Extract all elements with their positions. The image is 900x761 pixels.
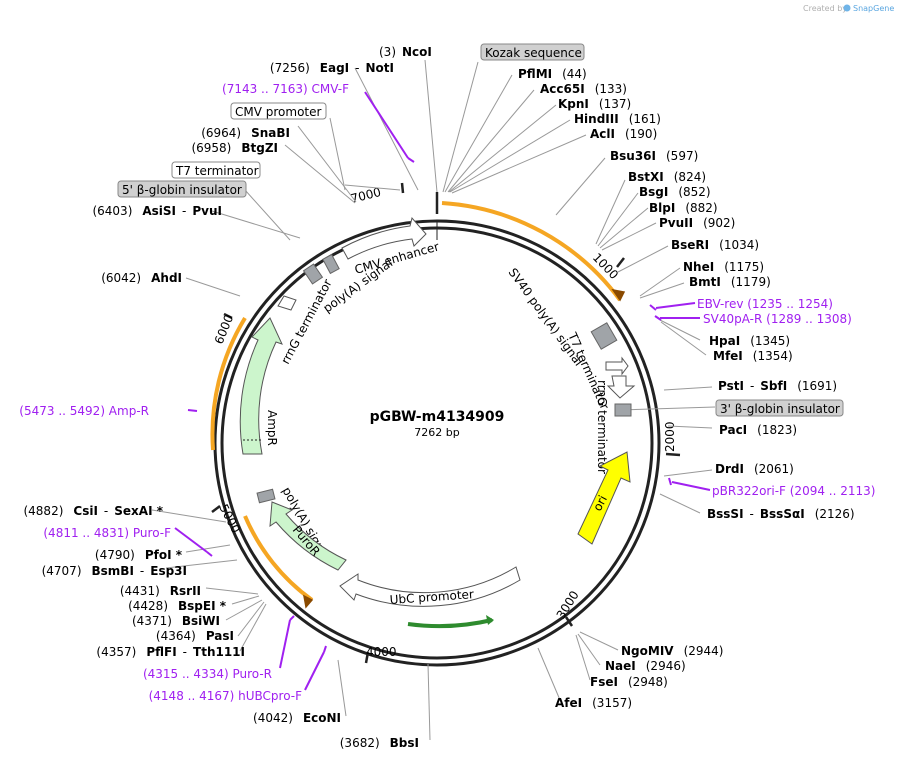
plasmid-name: pGBW-m4134909 bbox=[370, 409, 505, 425]
primer-label-puro-r: (4315 .. 4334) Puro-R bbox=[143, 667, 272, 681]
rrng-right-label: rrnG terminator bbox=[595, 380, 609, 474]
site-label: BmtI(1179) bbox=[689, 275, 771, 289]
boxed-label-t7-terminator: T7 terminator bbox=[171, 161, 261, 179]
site-label: (4371)BsiWI bbox=[132, 614, 220, 628]
site-label: (4428)BspEI * bbox=[128, 599, 227, 613]
orf-arrowhead-top bbox=[611, 288, 626, 302]
tick-marks bbox=[211, 182, 681, 664]
site-label: Bsu36I(597) bbox=[610, 149, 698, 163]
tick-label-4000: 4000 bbox=[366, 645, 397, 659]
polya-bottom-box bbox=[256, 488, 276, 504]
orf-arrowhead-bottom bbox=[302, 594, 314, 609]
t7-terminator-box-top bbox=[302, 263, 324, 285]
ori-arrow bbox=[577, 451, 631, 545]
primer-marks bbox=[174, 91, 711, 691]
t7-terminator-arrow-right bbox=[605, 356, 629, 376]
site-label: (4707)BsmBI-Esp3I bbox=[42, 564, 187, 578]
site-label: MfeI(1354) bbox=[713, 349, 793, 363]
site-label: (6958)BtgZI bbox=[191, 141, 278, 155]
site-label: HpaI(1345) bbox=[709, 334, 790, 348]
site-label: PstI-SbfI(1691) bbox=[718, 379, 837, 393]
boxed-label-kozak: Kozak sequence bbox=[480, 43, 585, 61]
site-label: NgoMIV(2944) bbox=[621, 644, 723, 658]
hubcpro-green-arc bbox=[407, 618, 493, 629]
plasmid-size: 7262 bp bbox=[414, 426, 459, 439]
boxed-label-beta-globin-3: 3' β-globin insulator bbox=[715, 399, 844, 417]
svg-text:T7 terminator: T7 terminator bbox=[175, 164, 259, 178]
rrng-top-arrow bbox=[277, 295, 297, 311]
primer-label-sv40pa-r: SV40pA-R (1289 .. 1308) bbox=[703, 312, 852, 326]
site-label: (4882)CsiI-SexAI * bbox=[23, 504, 163, 518]
site-label: (4364)PasI bbox=[156, 629, 234, 643]
boxed-label-beta-globin-5: 5' β-globin insulator bbox=[117, 180, 247, 198]
ampr-label: AmpR bbox=[265, 410, 279, 446]
sv40-polya-box bbox=[590, 322, 618, 350]
puror-arrow bbox=[269, 501, 347, 571]
orf-arc-bottom bbox=[243, 515, 314, 602]
orf-arc-top bbox=[441, 201, 622, 302]
site-label: BlpI(882) bbox=[649, 201, 718, 215]
svg-text:3' β-globin insulator: 3' β-globin insulator bbox=[720, 402, 840, 416]
site-label: (4431)RsrII bbox=[120, 584, 201, 598]
site-label: PvuII(902) bbox=[659, 216, 735, 230]
site-label: (4357)PflFI-Tth111I bbox=[96, 645, 245, 659]
tick-label-1000: 1000 bbox=[590, 250, 621, 282]
sites-left: (7256)EagI-NotI (6964)SnaBI (6958)BtgZI … bbox=[23, 61, 419, 750]
site-label: (7256)EagI-NotI bbox=[270, 61, 394, 75]
primer-label-cmv-f: (7143 .. 7163) CMV-F bbox=[222, 82, 349, 96]
site-label: (3682)BbsI bbox=[340, 736, 419, 750]
primer-label-ebv-rev: EBV-rev (1235 .. 1254) bbox=[697, 297, 833, 311]
site-label: HindIII(161) bbox=[574, 112, 661, 126]
site-label: (6042)AhdI bbox=[101, 271, 182, 285]
site-label: NheI(1175) bbox=[683, 260, 764, 274]
orf-arcs bbox=[210, 201, 622, 602]
ori-label: ori bbox=[590, 493, 610, 513]
site-label: BstXI(824) bbox=[628, 170, 706, 184]
site-label: (6964)SnaBI bbox=[201, 126, 290, 140]
svg-text:Kozak sequence: Kozak sequence bbox=[485, 46, 582, 60]
primer-label-puro-f: (4811 .. 4831) Puro-F bbox=[43, 526, 171, 540]
site-label: FseI(2948) bbox=[590, 675, 668, 689]
hubcpro-arrowhead bbox=[486, 615, 494, 625]
primer-label-hubcpro-f: (4148 .. 4167) hUBCpro-F bbox=[149, 689, 302, 703]
site-label: Acc65I(133) bbox=[540, 82, 627, 96]
site-label: BsgI(852) bbox=[639, 185, 711, 199]
rrng-right-arrow bbox=[606, 375, 636, 399]
site-label: KpnI(137) bbox=[558, 97, 631, 111]
boxed-label-cmv-promoter: CMV promoter bbox=[230, 102, 327, 120]
orf-arc-left bbox=[210, 316, 247, 451]
site-label: BssSI-BssSαI(2126) bbox=[707, 507, 855, 521]
site-label: (6403)AsiSI-PvuI bbox=[92, 204, 222, 218]
site-label: AclI(190) bbox=[590, 127, 657, 141]
cmv-enhancer-arrow bbox=[341, 216, 427, 260]
svg-text:5' β-globin insulator: 5' β-globin insulator bbox=[122, 183, 242, 197]
ubc-promoter-arrow bbox=[339, 566, 521, 607]
site-label: DrdI(2061) bbox=[715, 462, 794, 476]
tick-label-5000: 5000 bbox=[216, 502, 243, 536]
site-label: PacI(1823) bbox=[719, 423, 797, 437]
polya-top-box bbox=[322, 253, 340, 275]
svg-text:CMV promoter: CMV promoter bbox=[235, 105, 322, 119]
site-label: BseRI(1034) bbox=[671, 238, 759, 252]
site-label: (4042)EcoNI bbox=[253, 711, 341, 725]
tick-label-2000: 2000 bbox=[663, 421, 677, 452]
sites-right: (3)NcoI PflMI(44) Acc65I(133) KpnI(137) … bbox=[379, 45, 855, 710]
snapgene-logo-icon bbox=[843, 4, 851, 12]
primer-labels: (7143 .. 7163) CMV-F EBV-rev (1235 .. 12… bbox=[19, 82, 875, 703]
leader-lines bbox=[151, 59, 716, 741]
site-label: (3)NcoI bbox=[379, 45, 432, 59]
brand-text: SnapGene bbox=[853, 4, 894, 13]
site-label: NaeI(2946) bbox=[605, 659, 686, 673]
ampr-arrow bbox=[239, 317, 283, 455]
site-label: (4790)PfoI * bbox=[95, 548, 183, 562]
primer-label-amp-r: (5473 .. 5492) Amp-R bbox=[19, 404, 149, 418]
primer-label-pbr322ori-f: pBR322ori-F (2094 .. 2113) bbox=[712, 484, 875, 498]
site-label: PflMI(44) bbox=[518, 67, 587, 81]
site-label: AfeI(3157) bbox=[555, 696, 632, 710]
ubc-promoter-label: UbC promoter bbox=[389, 587, 474, 607]
beta-globin-3-box bbox=[614, 403, 632, 417]
credit-text: Created by bbox=[803, 4, 847, 13]
